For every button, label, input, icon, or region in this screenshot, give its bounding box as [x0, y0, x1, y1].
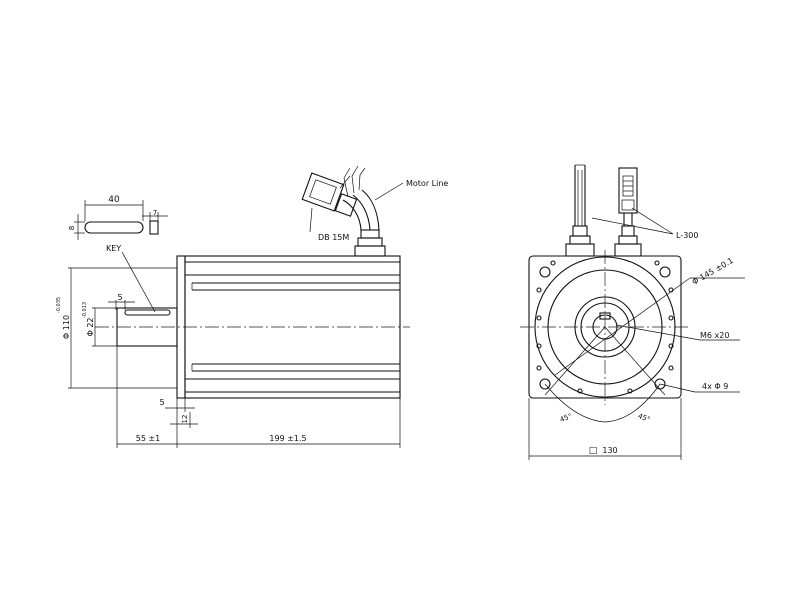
key-callout: KEY — [106, 244, 121, 253]
angle-right-label: 45° — [637, 412, 651, 424]
cable-gland-base — [354, 245, 386, 257]
shaft-dia-dim: Φ 22 — [86, 317, 95, 336]
mount-hole-tl — [539, 266, 551, 278]
square-symbol: □ — [589, 446, 598, 456]
front-view: L-300 Φ 145 ±0.1 M6 x20 4x Φ 9 45° 45° □… — [520, 164, 745, 460]
angle-left-label: 45° — [559, 412, 573, 424]
mount-hole-bl — [539, 378, 551, 390]
key-side-view — [84, 221, 144, 234]
cable-length-label: L-300 — [676, 231, 698, 240]
flange-dia-dim: Φ 110 — [62, 315, 71, 339]
rabbet-dim: 12 — [181, 415, 189, 424]
key-end-view — [149, 220, 159, 235]
thread-label: M6 x20 — [700, 331, 729, 340]
right-gland — [614, 243, 642, 257]
flange-thickness-dim: 5 — [159, 398, 164, 407]
holes-label: 4x Φ 9 — [702, 382, 728, 391]
key-height-dim: 8 — [68, 226, 76, 230]
keyway — [124, 309, 171, 316]
connector-label: DB 15M — [318, 233, 349, 242]
mount-hole-tr — [659, 266, 671, 278]
motor-line-label: Motor Line — [406, 179, 448, 188]
key-offset-dim: 5 — [117, 293, 122, 302]
motor-body — [184, 255, 401, 399]
motor-line-cable — [342, 199, 362, 231]
shaft-tolerance: -0.013 — [82, 302, 88, 318]
angle-arc — [544, 383, 661, 423]
flange-tolerance: -0.035 — [56, 297, 62, 313]
front-connector — [618, 167, 638, 214]
key-length-dim: 40 — [108, 195, 120, 205]
shaft-length-dim: 55 ±1 — [136, 434, 161, 443]
db15m-connector — [301, 172, 358, 217]
pcd-dim: Φ 145 ±0.1 — [691, 256, 735, 287]
key-width-dim: 7 — [153, 209, 157, 217]
square-size-dim: 130 — [602, 446, 617, 455]
left-gland — [565, 243, 595, 257]
body-length-dim: 199 ±1.5 — [269, 434, 306, 443]
key-detail: 40 8 7 — [68, 195, 168, 240]
side-view: DB 15M Motor Line KEY 5 Φ 110 -0.035 Φ 2… — [56, 165, 448, 448]
